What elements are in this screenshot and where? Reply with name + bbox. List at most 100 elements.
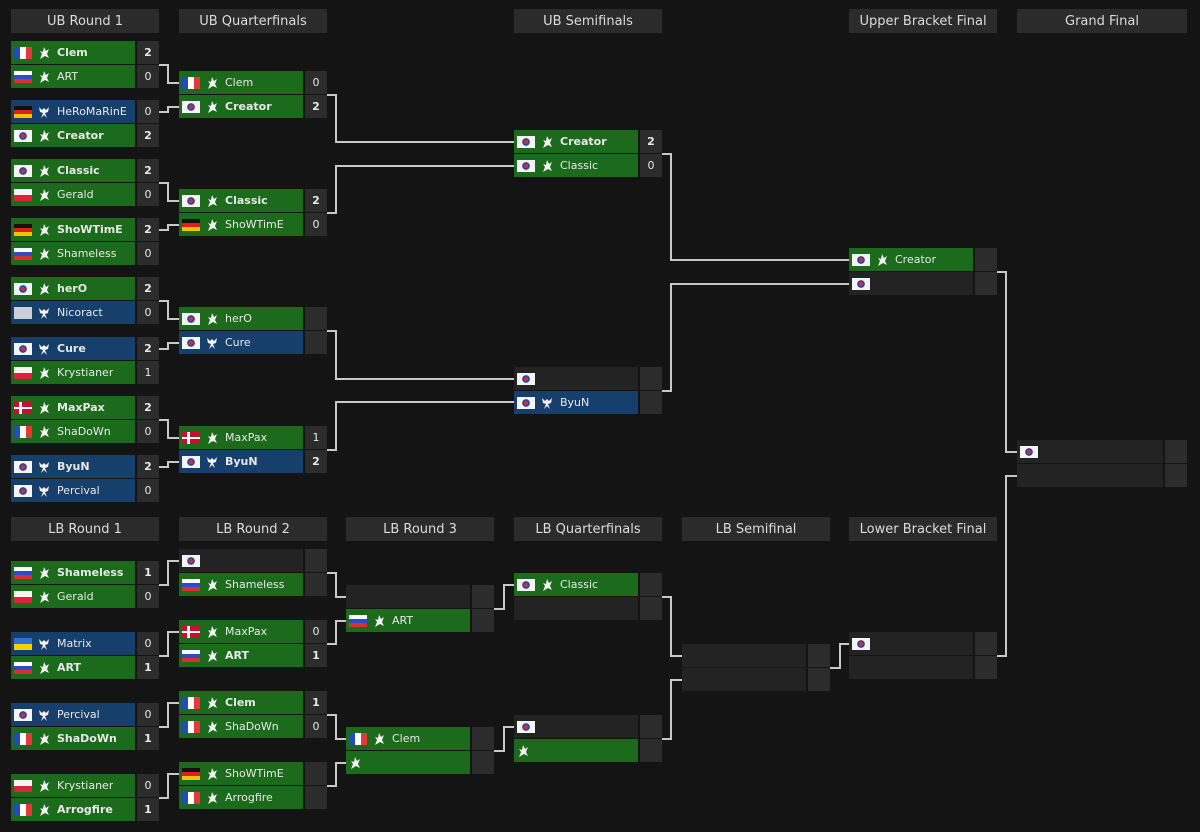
match-slot[interactable] (514, 739, 662, 762)
player-entry[interactable]: Krystianer (11, 774, 135, 797)
match-gf[interactable] (1017, 440, 1187, 488)
match-slot[interactable] (1017, 464, 1187, 487)
player-entry[interactable]: Creator (179, 95, 303, 118)
match-slot[interactable]: herO (179, 307, 327, 330)
player-entry[interactable]: Krystianer (11, 361, 135, 384)
empty-player-entry[interactable] (849, 656, 973, 679)
player-entry[interactable]: herO (11, 277, 135, 300)
player-entry[interactable]: Percival (11, 703, 135, 726)
player-entry[interactable]: ART (346, 609, 470, 632)
match-lbr2-1[interactable]: Shameless (179, 549, 327, 597)
empty-player-entry[interactable] (1017, 464, 1163, 487)
match-lbf[interactable] (849, 632, 997, 680)
match-lbsf[interactable] (682, 644, 830, 692)
empty-player-entry[interactable] (179, 549, 303, 572)
player-entry[interactable]: Cure (179, 331, 303, 354)
player-entry[interactable]: Creator (849, 248, 973, 271)
player-entry[interactable]: Creator (514, 130, 638, 153)
match-ubsf-2[interactable]: ByuN (514, 367, 662, 415)
match-slot[interactable]: Arrogfire (179, 786, 327, 809)
match-slot[interactable]: Classic (514, 573, 662, 596)
match-slot[interactable]: ShoWTimE (179, 762, 327, 785)
empty-player-entry[interactable] (514, 367, 638, 390)
match-slot[interactable] (346, 585, 494, 608)
match-slot[interactable] (849, 656, 997, 679)
match-slot[interactable]: Creator (849, 248, 997, 271)
empty-player-entry[interactable] (346, 751, 470, 774)
player-entry[interactable]: ShaDoWn (11, 420, 135, 443)
player-entry[interactable]: Classic (179, 189, 303, 212)
player-entry[interactable]: Clem (11, 41, 135, 64)
player-entry[interactable]: Classic (514, 154, 638, 177)
match-slot[interactable] (346, 751, 494, 774)
match-lbqf-1[interactable]: Classic (514, 573, 662, 621)
match-slot[interactable]: Clem (346, 727, 494, 750)
empty-player-entry[interactable] (514, 597, 638, 620)
player-entry[interactable]: Shameless (11, 561, 135, 584)
match-slot[interactable] (849, 272, 997, 295)
player-entry[interactable]: Creator (11, 124, 135, 147)
player-entry[interactable]: Shameless (11, 242, 135, 265)
player-entry[interactable]: Classic (11, 159, 135, 182)
empty-player-entry[interactable] (682, 668, 806, 691)
player-entry[interactable]: ByuN (179, 450, 303, 473)
empty-player-entry[interactable] (514, 715, 638, 738)
empty-player-entry[interactable] (514, 739, 638, 762)
empty-player-entry[interactable] (1017, 440, 1163, 463)
player-entry[interactable]: ART (11, 65, 135, 88)
player-entry[interactable]: Cure (11, 337, 135, 360)
empty-player-entry[interactable] (849, 632, 973, 655)
match-slot[interactable] (682, 644, 830, 667)
player-entry[interactable]: Arrogfire (179, 786, 303, 809)
player-entry[interactable]: ShaDoWn (179, 715, 303, 738)
player-entry[interactable]: ART (179, 644, 303, 667)
player-entry[interactable]: ByuN (11, 455, 135, 478)
match-slot[interactable] (1017, 440, 1187, 463)
match-lbr3-1[interactable]: ART (346, 585, 494, 633)
player-entry[interactable]: Percival (11, 479, 135, 502)
match-slot[interactable] (514, 367, 662, 390)
player-entry[interactable]: HeRoMaRinE (11, 100, 135, 123)
player-entry[interactable]: MaxPax (179, 426, 303, 449)
